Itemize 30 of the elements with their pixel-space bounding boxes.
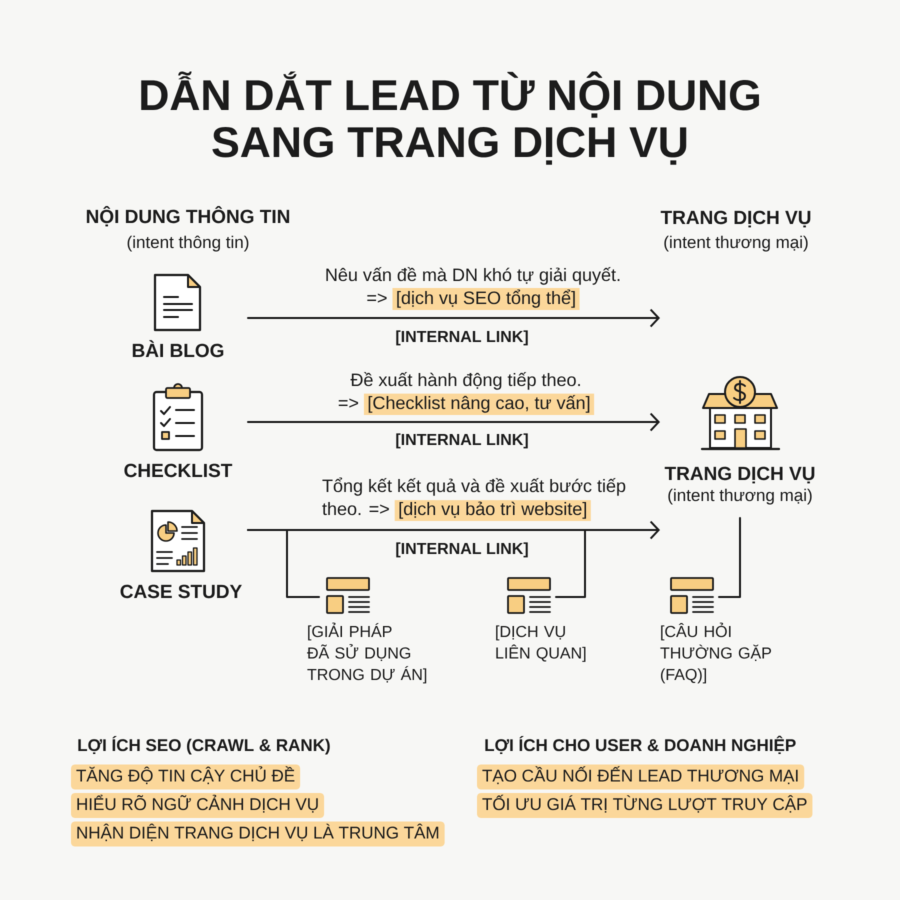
highlighted-item: TỐI ƯU GIÁ TRỊ TỪNG LƯỢT TRUY CẬP [477,793,812,818]
node-label: BÀI BLOG [132,340,224,358]
highlighted-item: TĂNG ĐỘ TIN CẬY CHỦ ĐỀ [71,764,300,790]
connector-line [247,529,586,598]
annotation: Đề xuất hành động tiếp theo. => [Checklist nâng cao, tư vấn] [338,372,594,415]
column-subheading: (intent thương mại) [664,236,808,252]
highlighted-item: HIỂU RÕ NGỮ CẢNH DỊCH VỤ [71,793,324,818]
column-heading: NỘI DUNG THÔNG TIN [86,206,290,226]
arrow [247,412,660,432]
section-heading: LỢI ÍCH CHO USER & DOANH NGHIỆP [485,736,796,754]
column-heading: TRANG DỊCH VỤ [660,210,810,228]
highlighted-item: NHẬN DIỆN TRANG DỊCH VỤ LÀ TRUNG TÂM [71,822,445,846]
node-label: [GIẢI PHÁP ĐÃ SỬ DỤNG TRONG DỰ ÁN] [307,622,426,684]
annotation: Tổng kết kết quả và đề xuất bước tiếp theo. => [dịch vụ bảo trì website] [322,477,626,521]
edge-label: [INTERNAL LINK] [393,540,531,560]
connector-line [718,517,741,598]
edge-label: [INTERNAL LINK] [393,431,531,450]
section-heading: LỢI ÍCH SEO (CRAWL & RANK) [78,736,330,755]
node-label: [CÂU HỎI THƯỜNG GẶP (FAQ)] [660,622,771,684]
column-subheading: (intent thông tin) [128,236,248,252]
node-label: [DỊCH VỤ LIÊN QUAN] [496,625,586,662]
node-label: CHECKLIST [124,464,232,478]
highlighted-item: TẠO CẦU NỐI ĐẾN LEAD THƯƠNG MẠI [477,764,804,790]
annotation: Nêu vấn đề mà DN khó tự giải quyết. => [dịch vụ SEO tổng thể] [326,267,620,310]
node-label: CASE STUDY [120,584,242,598]
title: DẪN DẮT LEAD TỪ NỘI DUNG SANG TRANG DỊCH VỤ [141,71,759,165]
arrow [247,308,660,328]
subcaption: (intent thương mại) [668,488,812,505]
edge-label: [INTERNAL LINK] [393,328,531,348]
node-label: TRANG DỊCH VỤ [664,466,814,484]
